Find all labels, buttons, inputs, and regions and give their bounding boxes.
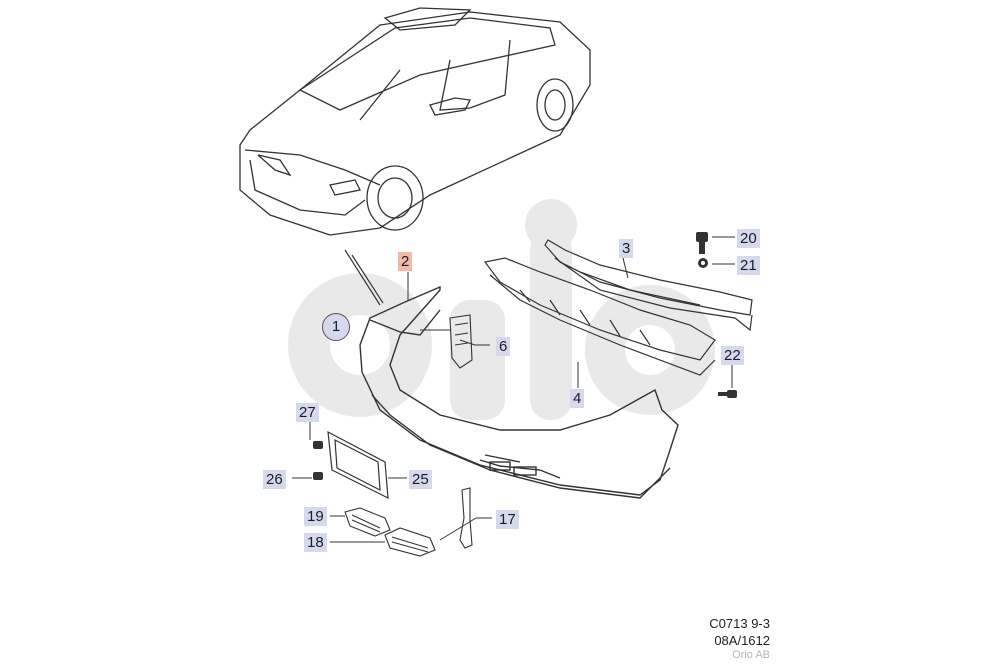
drawing-code: C0713 9-3 [709,616,770,631]
callout-part-27[interactable]: 27 [296,403,319,422]
callout-part-20[interactable]: 20 [737,229,760,248]
callout-part-17[interactable]: 17 [496,510,519,529]
callout-part-3[interactable]: 3 [619,239,634,258]
watermark-logo [288,199,715,420]
leader-lines [292,236,735,543]
drawing-revision: 08A/1612 [714,633,770,648]
callout-part-25[interactable]: 25 [409,470,432,489]
callout-part-19[interactable]: 19 [304,507,327,526]
pointer-arrow [344,249,384,306]
impact-absorber [483,257,716,376]
fasteners [313,232,737,480]
grille-inserts [344,507,436,557]
callout-part-6[interactable]: 6 [496,337,511,356]
callout-part-2[interactable]: 2 [398,252,413,271]
callout-part-1[interactable]: 1 [322,313,350,341]
mounting-bracket [449,314,473,369]
front-bumper [359,285,679,499]
support-strut [459,487,473,549]
callout-part-22[interactable]: 22 [721,346,744,365]
callout-part-18[interactable]: 18 [304,533,327,552]
car-illustration [239,7,591,236]
callout-part-4[interactable]: 4 [570,389,585,408]
callout-part-26[interactable]: 26 [263,470,286,489]
callout-part-21[interactable]: 21 [737,256,760,275]
license-plate-holder [327,430,389,500]
brand-watermark-text: Orio AB [732,649,770,661]
reinforcement-beam [544,239,753,332]
